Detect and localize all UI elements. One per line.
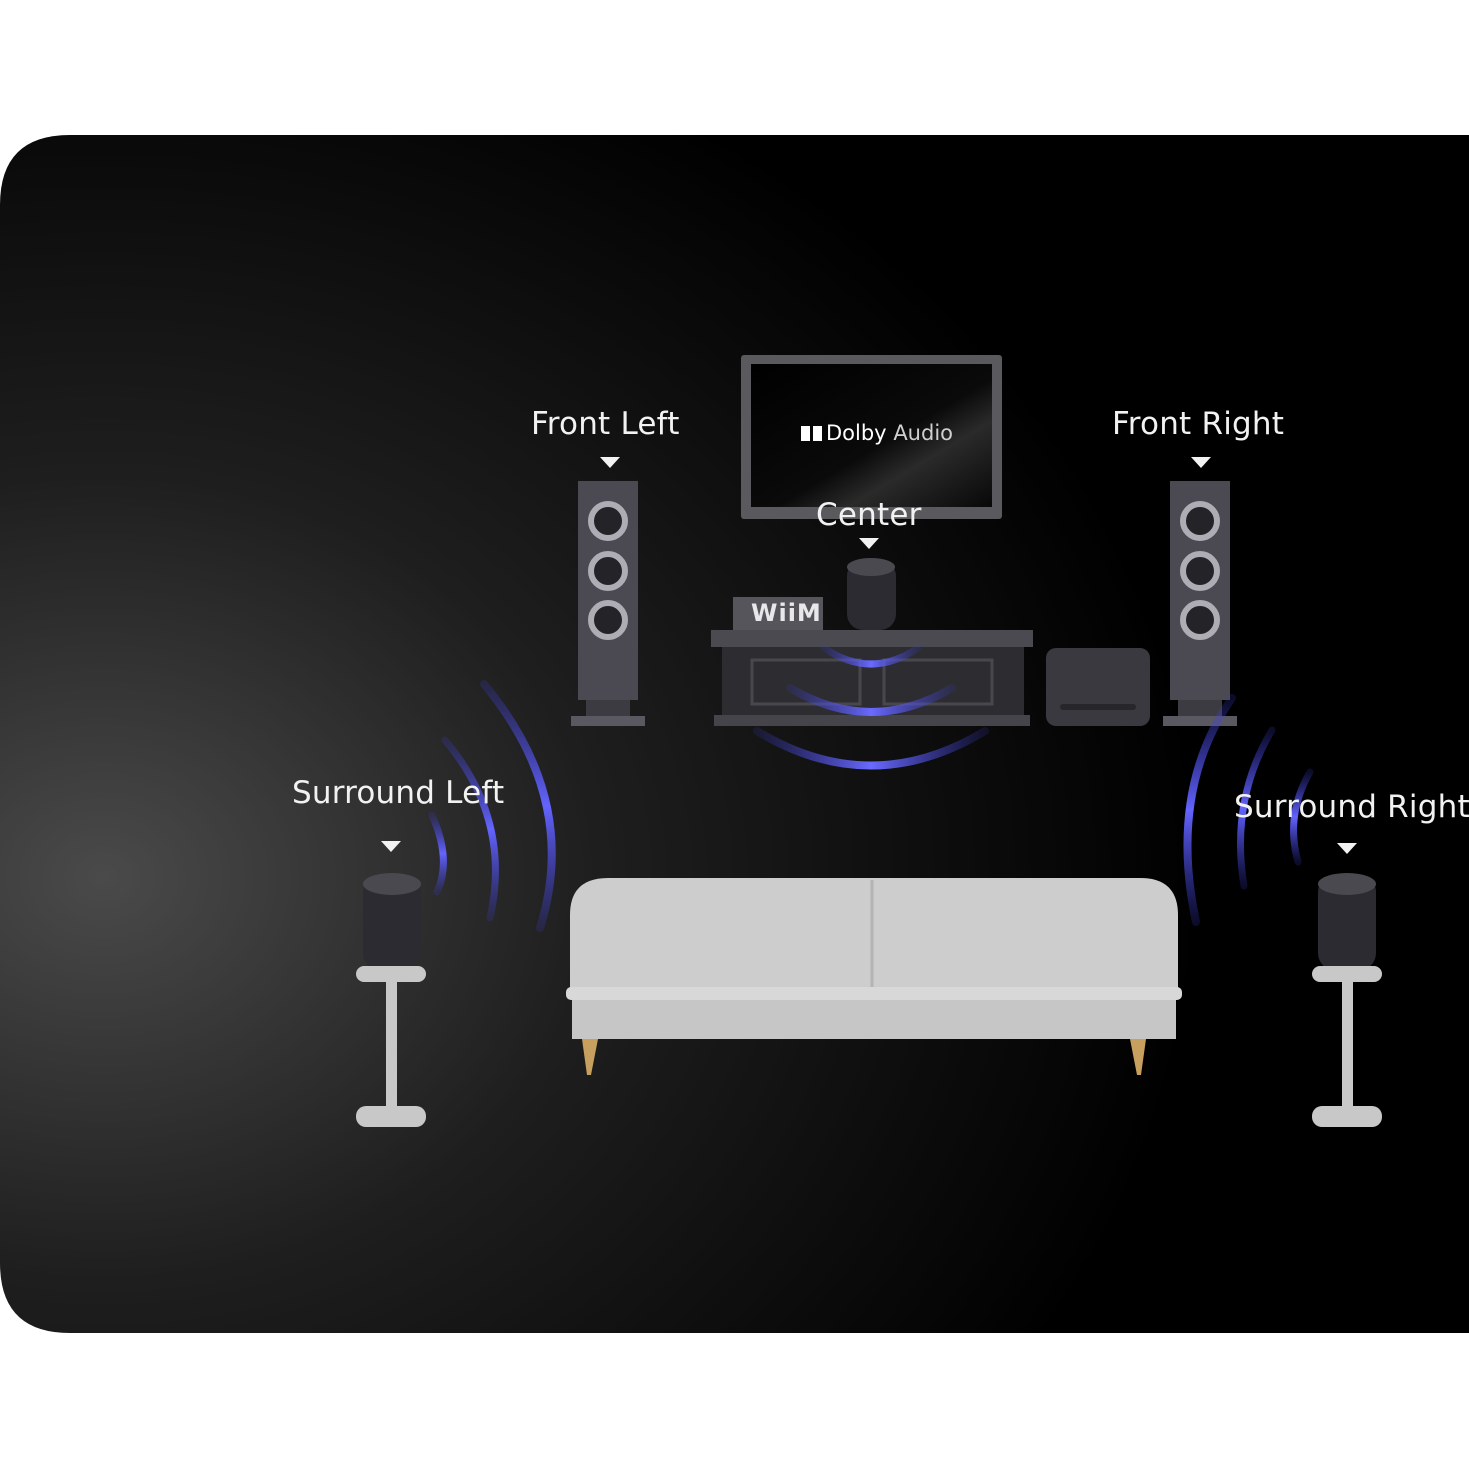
tv-product: Audio [893,421,954,445]
television [741,355,1002,519]
front-left-pointer-icon [600,457,620,468]
wiim-label: WiiM [751,599,822,627]
label-pointers [381,457,1357,854]
surround-right-pointer-icon [1337,843,1357,854]
sofa [566,878,1182,1075]
dolby-logo-icon [801,426,810,441]
front-right-speaker [1163,481,1237,726]
tv-cabinet [711,630,1033,726]
center-label: Center [816,497,922,533]
center-speaker [847,558,896,630]
surround-right-label: Surround Right [1234,789,1469,825]
subwoofer [1046,648,1150,726]
surround-left-sound-waves [428,680,556,932]
surround-left-pointer-icon [381,841,401,852]
tv-brand-text: Dolby Audio [826,421,953,445]
surround-left-label: Surround Left [292,775,505,811]
center-pointer-icon [859,538,879,549]
surround-right-sound-waves [1183,694,1314,926]
front-left-label: Front Left [531,406,680,442]
front-right-label: Front Right [1112,406,1285,442]
wiim-receiver [733,597,823,630]
background-panel [0,135,1469,1333]
front-left-speaker [571,481,645,726]
surround-left-speaker [356,873,426,1127]
front-right-pointer-icon [1191,457,1211,468]
center-sound-waves [753,644,989,770]
surround-right-speaker [1312,873,1382,1127]
tv-brand: Dolby [826,421,887,445]
